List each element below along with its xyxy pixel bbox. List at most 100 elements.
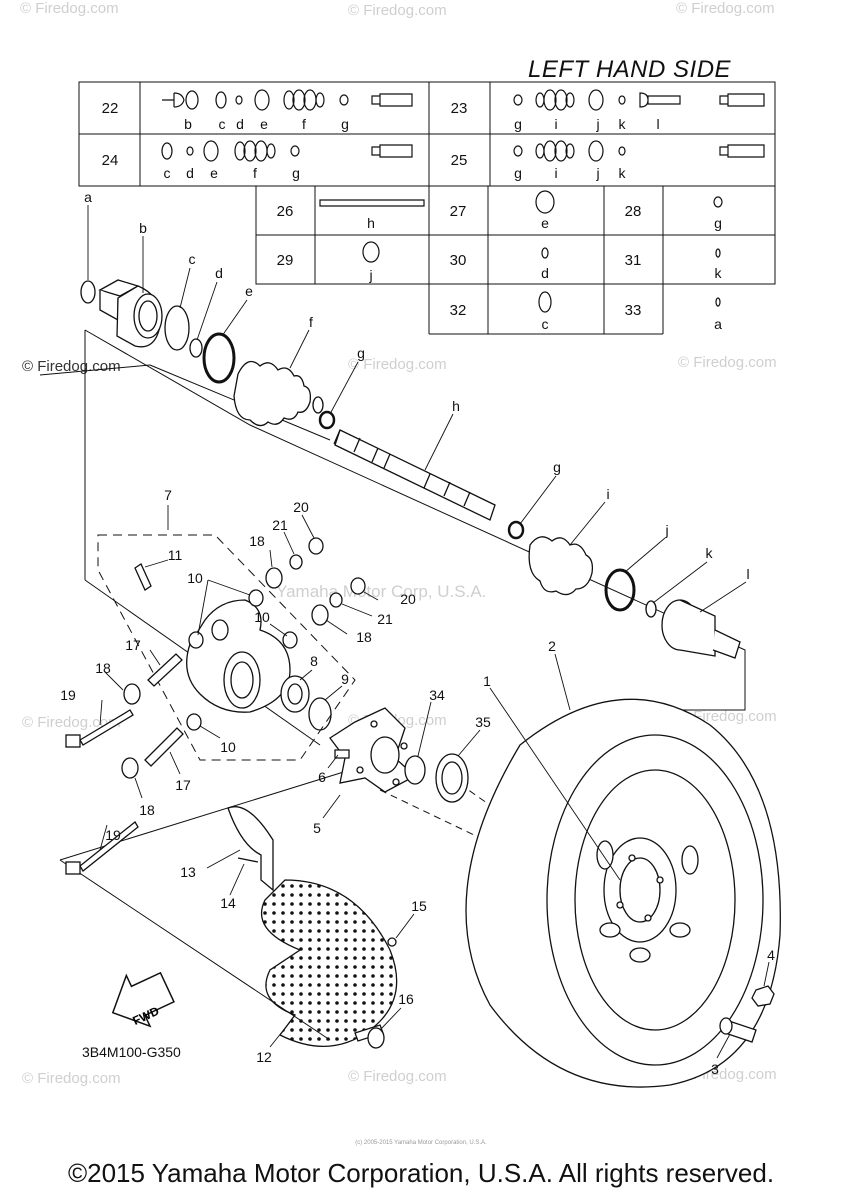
ring-k [645,600,657,618]
brake-guard-13 [227,806,274,892]
callout-18: 18 [139,802,155,818]
bolt-19-head [65,734,81,748]
fwd-arrow-icon: FWD [111,971,175,1028]
callout-16: 16 [398,991,414,1007]
bushing-10 [248,589,264,607]
callout-19: 19 [60,687,76,703]
circlip-9 [308,697,332,731]
spacer-34 [404,755,426,785]
bearing-8-inner [287,683,303,705]
assembly-lines [39,329,746,1041]
drive-shaft-h [333,429,496,521]
screw-15 [387,937,397,947]
pin-14 [237,857,259,863]
callout-21: 21 [272,517,288,533]
callout-7: 7 [164,487,172,503]
callout-f: f [309,314,313,330]
kit-letter: g [514,165,522,181]
kit-letter: c [164,165,171,181]
callout-18: 18 [95,660,111,676]
kit-letter: i [554,116,557,132]
callout-21: 21 [377,611,393,627]
callout-g: g [357,345,365,361]
callout-10: 10 [220,739,236,755]
callout-35: 35 [475,714,491,730]
kit-number: 27 [450,203,467,220]
kit-letter: i [554,165,557,181]
callout-34: 34 [429,687,445,703]
callout-8: 8 [310,653,318,669]
kit-letter: a [714,316,722,332]
callout-17: 17 [175,777,191,793]
callout-k: k [706,545,714,561]
small-copyright: (c) 2005-2015 Yamaha Motor Corporation, … [355,1140,487,1146]
nut-20 [350,577,366,595]
callout-2: 2 [548,638,556,654]
callout-13: 13 [180,864,196,880]
kit-letter: e [260,116,268,132]
kit-letter: g [714,215,722,231]
callout-20: 20 [400,591,416,607]
callout-10: 10 [254,609,270,625]
wheel-stud-3-head [719,1017,733,1035]
callout-h: h [452,398,460,414]
bolt-16-head [367,1027,385,1049]
callout-19: 19 [105,827,121,843]
hub-bolt-6 [334,749,350,759]
kit-number: 30 [450,252,467,269]
bolt-19 [79,821,139,872]
brake-disc-cover-12 [260,879,398,1048]
kit-letter: l [656,116,659,132]
nut-20 [308,537,324,555]
watermark: © Firedog.com [348,356,447,373]
boot-i [528,536,594,596]
kit-number: 33 [625,302,642,319]
watermark: © Firedog.com [348,2,447,19]
callout-g: g [553,459,561,475]
watermark: © Firedog.com [678,354,777,371]
callout-12: 12 [256,1049,272,1065]
callout-17: 17 [125,637,141,653]
callout-a: a [84,189,92,205]
watermark: © Firedog.com [22,358,121,375]
kit-letter: j [368,267,372,283]
callout-9: 9 [341,671,349,687]
callout-3: 3 [711,1061,719,1077]
callout-e: e [245,283,253,299]
boot-f [233,360,324,427]
callout-l: l [746,566,749,582]
kit-number: 26 [277,203,294,220]
callout-15: 15 [411,898,427,914]
boot-band-j [604,568,636,612]
callout-labels: a b c d e f g h g i j k l 7 11 10 18 21 … [60,189,775,1077]
callout-j: j [664,522,668,538]
watermark: © Firedog.com [22,714,121,731]
watermark: © Firedog.com [348,1068,447,1085]
callout-4: 4 [767,947,775,963]
steering-knuckle [186,599,291,713]
center-watermark: Yamaha Motor Corp, U.S.A. [276,582,487,601]
ring-d [189,338,203,358]
grease-nipple-11 [134,563,152,591]
wheel-nut-4 [751,985,775,1007]
band-g [507,520,525,540]
kit-letter: g [292,165,300,181]
kit-letter: c [219,116,226,132]
boot-band-e [202,332,236,384]
callout-6: 6 [318,769,326,785]
kit-number: 24 [102,152,119,169]
drawing-number: 3B4M100-G350 [82,1044,181,1060]
hub-cap-35-inner [441,761,463,795]
kit-letter: k [619,165,627,181]
callout-d: d [215,265,223,281]
bushing-10 [186,713,202,731]
callout-b: b [139,220,147,236]
kit-number: 25 [451,152,468,169]
watermark: © Firedog.com [22,1070,121,1087]
band-g [318,410,336,430]
callout-18: 18 [249,533,265,549]
circlip-a [80,280,96,304]
kit-letter: k [619,116,627,132]
kit-letter: d [186,165,194,181]
kit-letter: c [542,316,549,332]
